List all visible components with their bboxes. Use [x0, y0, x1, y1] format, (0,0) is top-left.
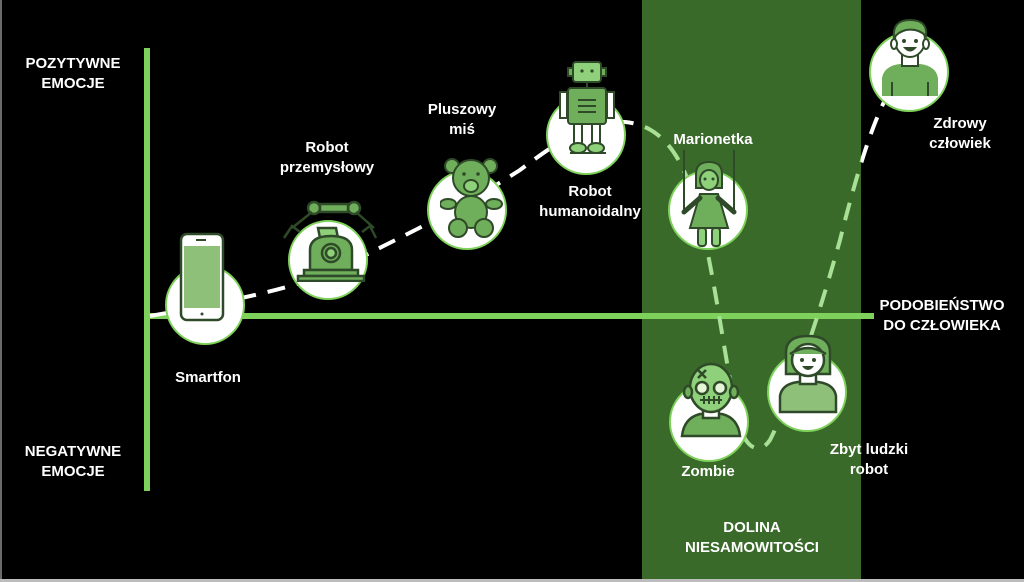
healthy-human-label-line1: Zdrowy	[933, 115, 987, 132]
y-axis-positive-line1: POZYTYWNE	[25, 55, 121, 72]
marionette-label-line1: Marionetka	[673, 131, 753, 148]
healthy-human-label-line2: człowiek	[929, 134, 991, 152]
x-axis-label-line1: PODOBIEŃSTWO	[879, 297, 1005, 314]
zombie-label: Zombie	[660, 462, 756, 482]
humanoid-robot-label-line1: Robot	[568, 183, 612, 200]
zombie-label-line1: Zombie	[681, 463, 735, 480]
smartphone-label-line1: Smartfon	[175, 369, 241, 386]
healthy-human-icon	[882, 18, 938, 96]
human-like-robot-label-line1: Zbyt ludzki	[829, 441, 909, 458]
humanoid-robot-icon	[559, 61, 615, 154]
industrial-robot-label-line2: przemysłowy	[279, 158, 375, 176]
industrial-robot-label: Robot przemysłowy	[262, 138, 392, 177]
x-axis-label-line2: DO CZŁOWIEKA	[883, 316, 1001, 334]
industrial-robot-arm-icon	[282, 200, 378, 282]
zombie-icon	[680, 362, 742, 438]
y-axis-negative-line1: NEGATYWNE	[24, 443, 122, 460]
y-axis-positive-line2: EMOCJE	[41, 74, 105, 92]
x-axis-label: PODOBIEŃSTWO DO CZŁOWIEKA	[866, 296, 1018, 335]
humanoid-robot-label: Robot humanoidalny	[530, 182, 650, 221]
y-axis-positive-label: POZYTYWNE EMOCJE	[14, 54, 132, 93]
human-like-robot-label: Zbyt ludzki robot	[810, 440, 928, 479]
y-axis-negative-line2: EMOCJE	[41, 462, 105, 480]
teddy-bear-label-line1: Pluszowy	[427, 101, 497, 118]
marionette-label: Marionetka	[665, 130, 761, 150]
smartphone-icon	[179, 232, 225, 322]
humanoid-robot-label-line2: humanoidalny	[539, 202, 641, 220]
frame-bottom-edge	[0, 579, 1024, 582]
human-like-robot-icon	[778, 334, 838, 414]
marionette-icon	[681, 150, 737, 247]
industrial-robot-label-line1: Robot	[305, 139, 349, 156]
smartphone-label: Smartfon	[160, 368, 256, 388]
x-axis-human-likeness	[150, 313, 874, 319]
y-axis-negative-label: NEGATYWNE EMOCJE	[14, 442, 132, 481]
valley-label: DOLINA NIESAMOWITOŚCI	[652, 518, 852, 557]
y-axis-emotion	[144, 48, 150, 491]
valley-label-line1: DOLINA	[723, 519, 781, 536]
healthy-human-label: Zdrowy człowiek	[910, 114, 1010, 153]
frame-left-edge	[0, 0, 2, 582]
teddy-bear-label-line2: miś	[449, 120, 475, 138]
teddy-bear-icon	[440, 158, 503, 238]
valley-label-line2: NIESAMOWITOŚCI	[685, 538, 819, 556]
teddy-bear-label: Pluszowy miś	[412, 100, 512, 139]
human-like-robot-label-line2: robot	[849, 460, 889, 478]
